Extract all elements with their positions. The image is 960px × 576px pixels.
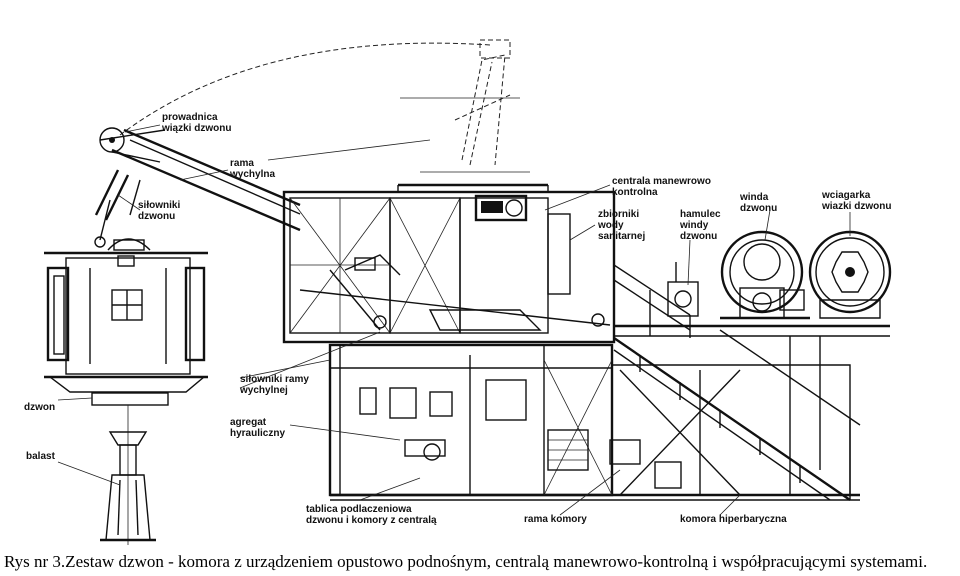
bell-rams (94, 169, 141, 248)
label-agregat: agregat hyrauliczny (230, 417, 285, 439)
component-labels: prowadnica wiązki dzwonu rama wychylna s… (24, 112, 891, 526)
swing-arc (119, 39, 520, 166)
label-dzwon: dzwon (24, 402, 55, 413)
ballast (100, 405, 156, 545)
label-centrala: centrala manewrowo kontrolna (612, 176, 714, 198)
label-komora: komora hiperbaryczna (680, 514, 787, 525)
label-rama-wychylna: rama wychylna (229, 158, 275, 180)
control-center-cabin (282, 171, 616, 344)
label-silowniki-ramy: siłowniki ramy wychylnej (239, 374, 312, 396)
diving-bell (44, 238, 208, 406)
label-hamulec: hamulec windy dzwonu (679, 209, 723, 242)
stairway (613, 329, 861, 501)
winch-deck (613, 230, 892, 338)
diagram-svg: prowadnica wiązki dzwonu rama wychylna s… (24, 39, 892, 545)
label-wciagarka: wciagarka wiazki dzwonu (821, 190, 891, 212)
label-rama-komory: rama komory (524, 514, 587, 525)
label-winda: winda dzwonu (739, 192, 777, 214)
chamber-frame (328, 336, 860, 501)
label-zbiorniki: zbiorniki wody sanitarnej (597, 209, 645, 242)
tilting-frame (99, 127, 301, 232)
label-tablica: tablica podlaczeniowa dzwonu i komory z … (306, 504, 437, 526)
label-silowniki-dzwonu: siłowniki dzwonu (138, 200, 183, 222)
leader-lines (57, 124, 851, 516)
label-prowadnica: prowadnica wiązki dzwonu (161, 112, 231, 134)
figure-caption: Rys nr 3.Zestaw dzwon - komora z urządze… (4, 552, 928, 571)
label-balast: balast (26, 451, 56, 462)
